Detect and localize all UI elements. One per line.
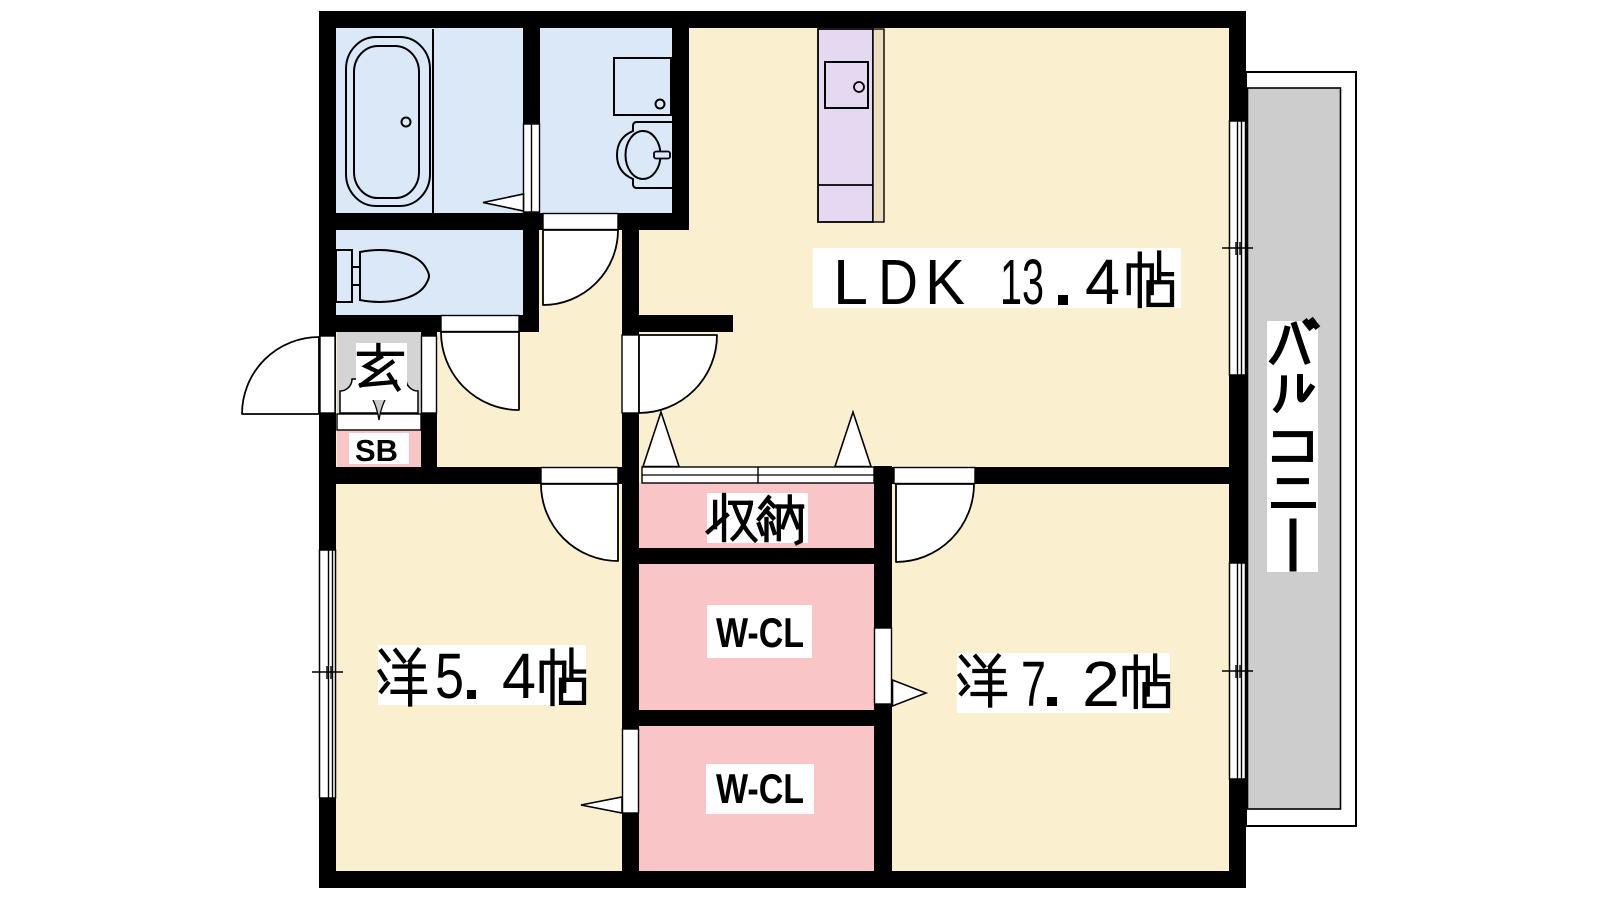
svg-text:W-CL: W-CL [716,765,804,812]
svg-text:K: K [925,246,965,318]
svg-text:L: L [833,246,868,318]
svg-text:5: 5 [435,640,464,712]
svg-text:13: 13 [1000,246,1044,318]
svg-text:2: 2 [1082,648,1120,720]
svg-text:SB: SB [355,433,398,468]
svg-text:D: D [878,246,918,318]
svg-text:7: 7 [1021,648,1046,720]
svg-text:4: 4 [1085,246,1120,318]
svg-text:4: 4 [502,640,536,712]
svg-text:W-CL: W-CL [716,609,804,656]
